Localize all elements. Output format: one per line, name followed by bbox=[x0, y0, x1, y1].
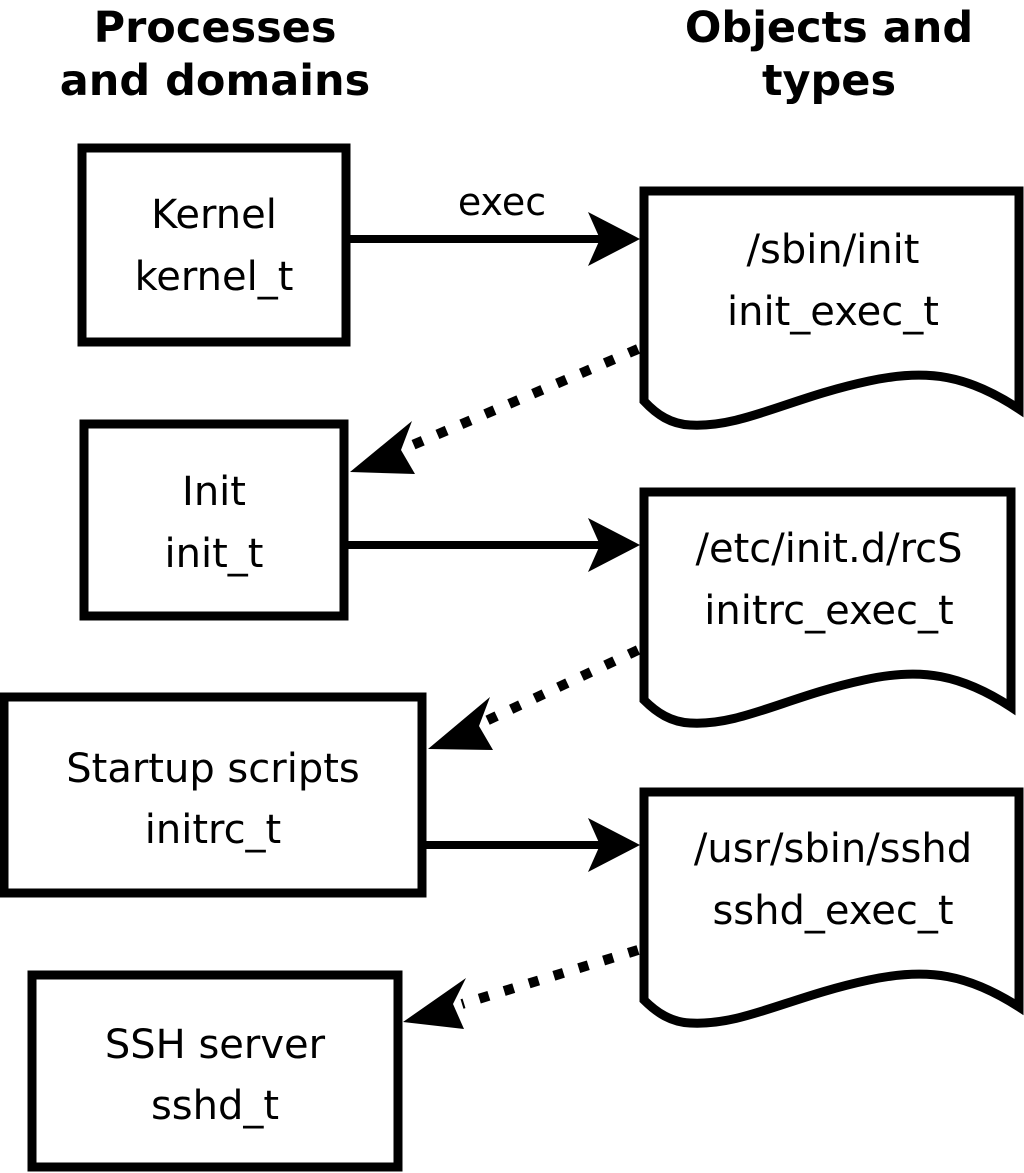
process-node-initrc-line2: initrc_t bbox=[145, 807, 282, 853]
object-node-sshd-exec-shape[interactable] bbox=[639, 787, 1024, 1028]
edge-sshd-transition-arrowhead bbox=[403, 978, 466, 1029]
process-node-init-box[interactable] bbox=[79, 419, 349, 621]
edge-init-exec-arrowhead bbox=[588, 518, 640, 572]
column-header-objects-line1: Objects and bbox=[685, 3, 973, 53]
object-node-initrc-exec-line2: initrc_exec_t bbox=[704, 588, 953, 634]
process-node-kernel-line1: Kernel bbox=[151, 192, 277, 238]
edge-kernel-exec-init-exec: exec bbox=[350, 180, 640, 266]
edge-initrc-transition-arrowhead bbox=[428, 697, 493, 750]
column-header-processes-line2: and domains bbox=[60, 56, 370, 106]
edge-sshd-exec-transition-sshd bbox=[403, 945, 640, 1029]
edge-kernel-exec-arrowhead bbox=[588, 212, 640, 266]
object-node-sshd-exec-line1: /usr/sbin/sshd bbox=[694, 826, 972, 872]
edge-init-transition-line bbox=[406, 344, 640, 452]
edge-initrc-exec-transition-initrc bbox=[428, 645, 641, 750]
edge-sshd-transition-line bbox=[460, 945, 640, 1009]
process-node-initrc-line1: Startup scripts bbox=[66, 746, 359, 792]
edge-initrc-exec-sshd-exec bbox=[426, 818, 640, 872]
object-node-init-exec-shape[interactable] bbox=[639, 186, 1024, 430]
process-node-init-line1: Init bbox=[182, 469, 246, 515]
object-node-initrc-exec[interactable]: /etc/init.d/rcS initrc_exec_t bbox=[639, 487, 1016, 728]
object-node-init-exec[interactable]: /sbin/init init_exec_t bbox=[639, 186, 1024, 430]
edge-init-transition-arrowhead bbox=[350, 421, 415, 474]
column-header-processes-line1: Processes bbox=[94, 3, 337, 53]
object-node-sshd-exec-line2: sshd_exec_t bbox=[712, 888, 953, 934]
process-node-kernel[interactable]: Kernel kernel_t bbox=[77, 143, 351, 347]
object-node-sshd-exec[interactable]: /usr/sbin/sshd sshd_exec_t bbox=[639, 787, 1024, 1028]
object-node-init-exec-line1: /sbin/init bbox=[747, 227, 920, 273]
process-node-sshd-line1: SSH server bbox=[105, 1022, 326, 1068]
object-node-initrc-exec-line1: /etc/init.d/rcS bbox=[695, 526, 962, 572]
edge-init-exec-transition-init bbox=[350, 344, 640, 474]
edge-init-exec-initrc-exec bbox=[348, 518, 640, 572]
object-node-init-exec-line2: init_exec_t bbox=[727, 289, 939, 335]
column-header-processes: Processes and domains bbox=[60, 3, 370, 106]
process-node-sshd[interactable]: SSH server sshd_t bbox=[27, 970, 403, 1172]
process-node-sshd-line2: sshd_t bbox=[151, 1083, 279, 1129]
process-node-initrc-box[interactable] bbox=[0, 692, 427, 898]
process-node-kernel-box[interactable] bbox=[77, 143, 351, 347]
column-header-objects: Objects and types bbox=[685, 3, 973, 106]
process-node-initrc[interactable]: Startup scripts initrc_t bbox=[0, 692, 427, 898]
process-node-init[interactable]: Init init_t bbox=[79, 419, 349, 621]
edge-label-exec: exec bbox=[458, 180, 546, 224]
process-node-sshd-box[interactable] bbox=[27, 970, 403, 1172]
process-node-init-line2: init_t bbox=[165, 531, 264, 577]
column-header-objects-line2: types bbox=[762, 56, 896, 106]
object-node-initrc-exec-shape[interactable] bbox=[639, 487, 1016, 728]
process-node-kernel-line2: kernel_t bbox=[135, 254, 294, 300]
edge-initrc-exec-arrowhead bbox=[588, 818, 640, 872]
edge-initrc-transition-line bbox=[483, 645, 641, 726]
